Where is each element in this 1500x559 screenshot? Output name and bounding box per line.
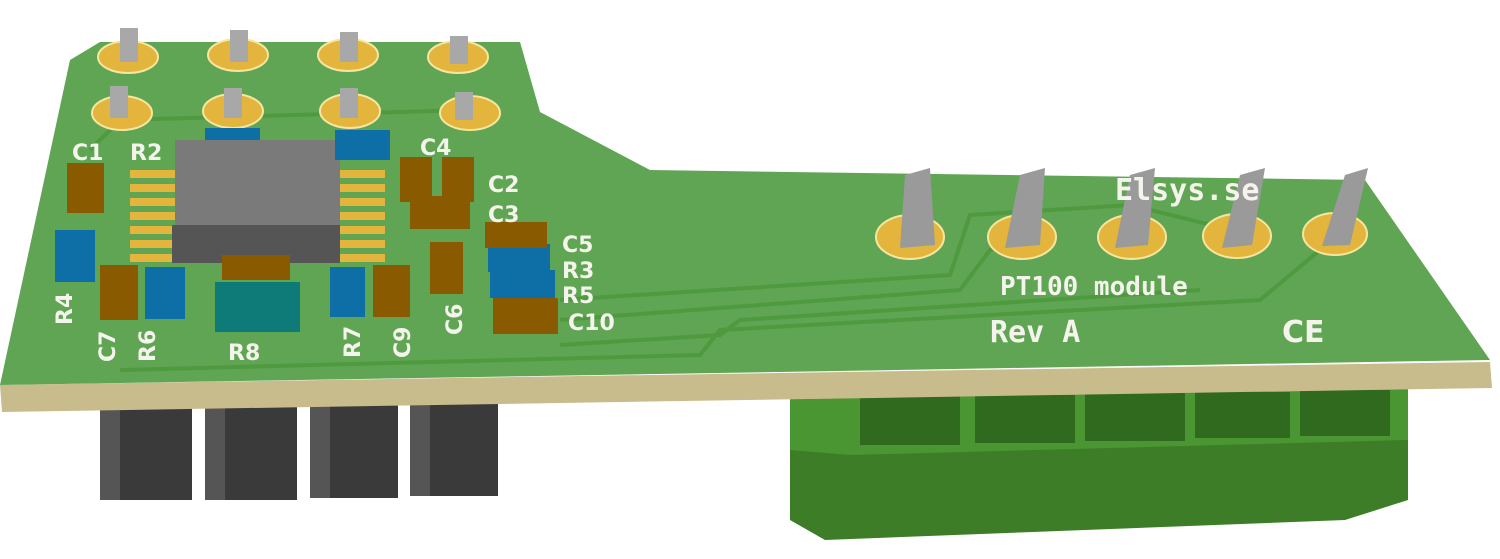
label-c5: C5 (562, 233, 593, 258)
label-c4: C4 (420, 136, 451, 161)
terminal-pins (875, 168, 1368, 260)
passives (55, 128, 558, 334)
label-r3: R3 (562, 259, 594, 284)
screw-terminal-block (790, 380, 1408, 540)
pcb-edge (0, 362, 1492, 412)
label-c2: C2 (488, 173, 519, 198)
pcb-top (0, 42, 1490, 385)
label-c1: C1 (72, 141, 103, 166)
pin-header-bottom (100, 400, 498, 500)
label-c10: C10 (568, 311, 615, 336)
ce-mark: CE (1282, 315, 1325, 350)
label-r7: R7 (341, 326, 366, 358)
label-c7: C7 (96, 331, 121, 362)
silkscreen-designators: C1 R2 C4 C2 C3 C5 R3 R5 C10 R8 R4 C7 R6 … (53, 136, 615, 366)
label-r6: R6 (136, 330, 161, 362)
module-title: PT100 module (1000, 272, 1188, 302)
brand-text: Elsys.se (1115, 173, 1260, 208)
label-r4: R4 (53, 293, 78, 325)
label-c6: C6 (443, 304, 468, 335)
label-r2: R2 (130, 141, 162, 166)
label-c9: C9 (391, 327, 416, 358)
label-c3: C3 (488, 203, 519, 228)
header-pins-top (91, 28, 501, 131)
label-r8: R8 (228, 341, 260, 366)
revision-text: Rev A (990, 315, 1080, 350)
label-r5: R5 (562, 284, 594, 309)
ic-chip (130, 140, 385, 263)
board-markings: Elsys.se PT100 module Rev A CE (990, 173, 1325, 350)
